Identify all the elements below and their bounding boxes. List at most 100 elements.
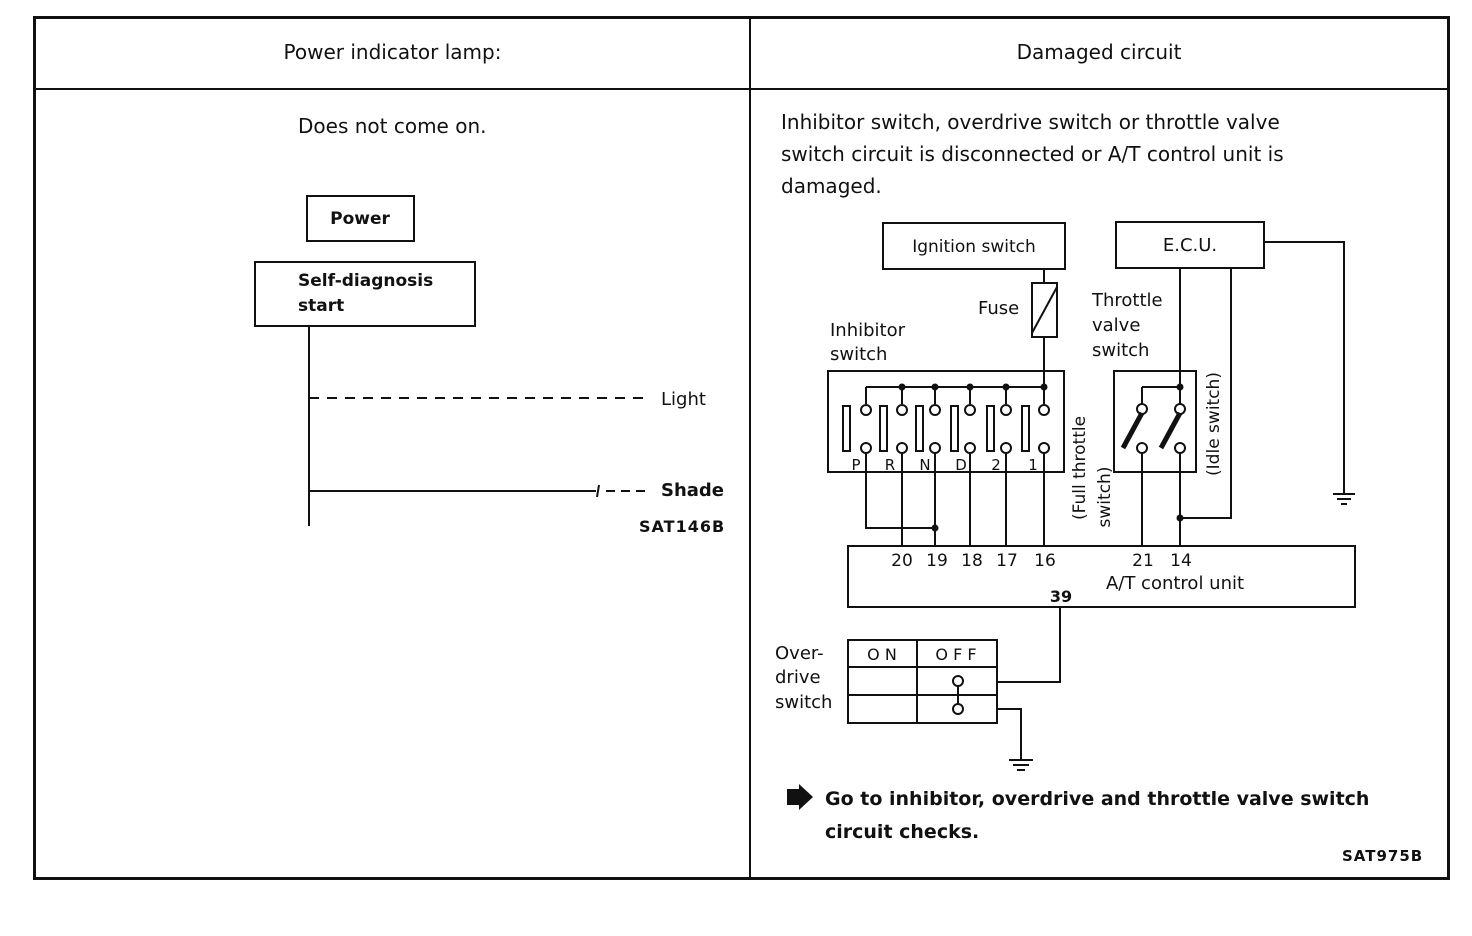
throttle-label-2: valve bbox=[1092, 315, 1140, 336]
position-label-r: R bbox=[885, 456, 895, 474]
ecu-ground-wire bbox=[1264, 241, 1345, 494]
shade-break-mark bbox=[596, 484, 600, 498]
overdrive-label-2: drive bbox=[775, 667, 821, 688]
self-diagnosis-label-1: Self-diagnosis bbox=[298, 271, 433, 291]
overdrive-ground-wire bbox=[997, 708, 1022, 760]
at-control-unit-box bbox=[847, 545, 1356, 608]
position-label-d: D bbox=[955, 456, 967, 474]
inhibitor-contact-2 bbox=[986, 405, 995, 452]
terminal-2-top bbox=[1000, 404, 1012, 416]
ecu-to-terminal-14-wire bbox=[1180, 268, 1232, 519]
terminal-label-18: 18 bbox=[961, 551, 983, 571]
left-figure-code: SAT146B bbox=[639, 517, 725, 536]
terminal-label-19: 19 bbox=[926, 551, 948, 571]
ignition-switch-box bbox=[882, 222, 1066, 270]
power-label: Power bbox=[330, 209, 390, 229]
ecu-label: E.C.U. bbox=[1163, 235, 1217, 256]
full-throttle-contact-top bbox=[1136, 403, 1148, 415]
full-throttle-contact-bottom bbox=[1136, 442, 1148, 454]
bus-junction-d bbox=[966, 383, 974, 391]
throttle-bus-junction bbox=[1176, 383, 1184, 391]
throttle-label-1: Throttle bbox=[1091, 290, 1163, 311]
full-throttle-lever bbox=[1120, 411, 1145, 450]
go-to-arrow-icon bbox=[787, 784, 813, 810]
self-diagnosis-box bbox=[254, 261, 476, 327]
position-label-1: 1 bbox=[1028, 456, 1038, 474]
inhibitor-contact-d bbox=[950, 405, 959, 452]
overdrive-on-label: O N bbox=[867, 645, 897, 664]
bus-junction-2 bbox=[1002, 383, 1010, 391]
idle-switch-label: (Idle switch) bbox=[1204, 372, 1224, 476]
inhibitor-contact-p bbox=[842, 405, 851, 452]
junction-19 bbox=[931, 524, 939, 532]
column-divider bbox=[749, 16, 751, 880]
terminal-label-16: 16 bbox=[1034, 551, 1056, 571]
overdrive-label-1: Over- bbox=[775, 643, 824, 664]
terminal-label-21: 21 bbox=[1132, 551, 1154, 571]
description-line-3: damaged. bbox=[781, 174, 882, 198]
fuse-slash bbox=[1031, 286, 1058, 334]
light-label: Light bbox=[661, 389, 706, 410]
terminal-n-bottom bbox=[929, 442, 941, 454]
ecu-box bbox=[1115, 221, 1265, 269]
inhibitor-contact-1 bbox=[1021, 405, 1030, 452]
power-box bbox=[306, 195, 415, 242]
fuse-label: Fuse bbox=[978, 298, 1019, 319]
at-control-unit-label: A/T control unit bbox=[1106, 573, 1244, 594]
wire-39-to-overdrive bbox=[997, 607, 1061, 683]
bus-junction-1 bbox=[1040, 383, 1048, 391]
inhibitor-switch-box bbox=[827, 370, 1065, 473]
header-divider bbox=[33, 88, 1450, 90]
idle-lever bbox=[1158, 411, 1183, 450]
header-power-indicator-lamp: Power indicator lamp: bbox=[283, 40, 502, 64]
idle-contact-bottom bbox=[1174, 442, 1186, 454]
overdrive-off-label: O F F bbox=[935, 645, 976, 664]
action-text-1: Go to inhibitor, overdrive and throttle … bbox=[825, 788, 1369, 810]
self-diagnosis-label-2: start bbox=[298, 296, 344, 316]
terminal-1-top bbox=[1038, 404, 1050, 416]
idle-contact-top bbox=[1174, 403, 1186, 415]
description-line-1: Inhibitor switch, overdrive switch or th… bbox=[781, 110, 1280, 134]
throttle-label-3: switch bbox=[1092, 340, 1149, 361]
inhibitor-label-1: Inhibitor bbox=[830, 320, 906, 341]
terminal-r-top bbox=[896, 404, 908, 416]
terminal-p-top bbox=[860, 404, 872, 416]
overdrive-contact-lower bbox=[952, 703, 964, 715]
full-throttle-label-1: (Full throttle bbox=[1070, 416, 1090, 520]
terminal-d-bottom bbox=[964, 442, 976, 454]
terminal-1-bottom bbox=[1038, 442, 1050, 454]
terminal-label-20: 20 bbox=[891, 551, 913, 571]
junction-14 bbox=[1176, 514, 1184, 522]
terminal-label-17: 17 bbox=[996, 551, 1018, 571]
overdrive-switch-table bbox=[847, 639, 998, 724]
overdrive-contact-upper bbox=[952, 675, 964, 687]
terminal-2-bottom bbox=[1000, 442, 1012, 454]
overdrive-label-3: switch bbox=[775, 692, 832, 713]
terminal-label-39: 39 bbox=[1050, 587, 1072, 606]
terminal-n-top bbox=[929, 404, 941, 416]
symptom-text: Does not come on. bbox=[298, 114, 487, 138]
position-label-p: P bbox=[851, 456, 860, 474]
inhibitor-label-2: switch bbox=[830, 344, 887, 365]
bus-junction-r bbox=[898, 383, 906, 391]
description-line-2: switch circuit is disconnected or A/T co… bbox=[781, 142, 1284, 166]
action-text-2: circuit checks. bbox=[825, 821, 979, 843]
shade-label: Shade bbox=[661, 480, 724, 501]
terminal-p-bottom bbox=[860, 442, 872, 454]
position-label-n: N bbox=[919, 456, 930, 474]
table-frame bbox=[33, 16, 1450, 880]
inhibitor-contact-n bbox=[915, 405, 924, 452]
wire-p-to-19 bbox=[865, 453, 935, 529]
terminal-r-bottom bbox=[896, 442, 908, 454]
terminal-label-14: 14 bbox=[1170, 551, 1192, 571]
throttle-valve-switch-box bbox=[1113, 370, 1197, 473]
right-figure-code: SAT975B bbox=[1342, 847, 1423, 865]
full-throttle-label-2: switch) bbox=[1095, 467, 1115, 528]
header-damaged-circuit: Damaged circuit bbox=[1016, 40, 1182, 64]
bus-junction-n bbox=[931, 383, 939, 391]
terminal-d-top bbox=[964, 404, 976, 416]
ignition-switch-label: Ignition switch bbox=[912, 237, 1036, 257]
position-label-2: 2 bbox=[991, 456, 1001, 474]
inhibitor-contact-r bbox=[879, 405, 888, 452]
